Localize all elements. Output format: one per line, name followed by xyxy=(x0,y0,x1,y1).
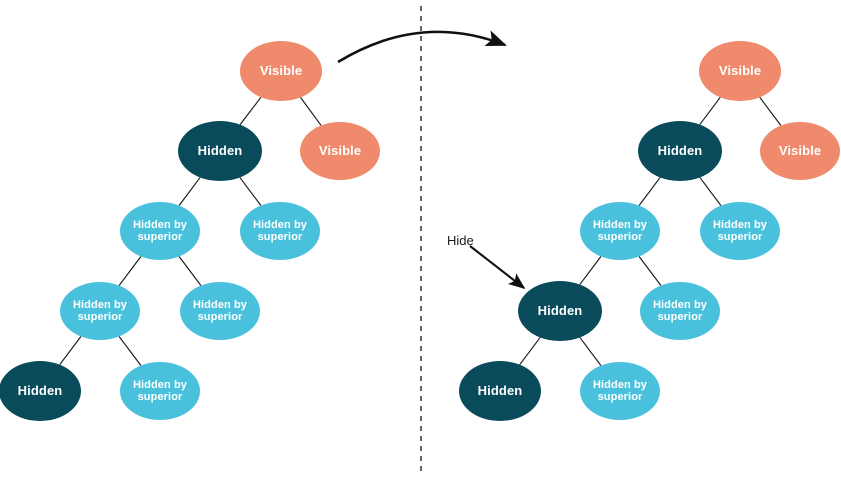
tree-node-hidden[interactable]: Hidden xyxy=(459,361,541,421)
tree-node-hidden[interactable]: Hidden xyxy=(638,121,722,181)
tree-edge xyxy=(638,177,661,206)
tree-node-label: Hidden by superior xyxy=(592,378,648,403)
tree-node-label: Hidden xyxy=(657,142,703,158)
tree-edge xyxy=(118,336,142,366)
tree-edge-group xyxy=(59,96,782,366)
tree-node-label: Hidden by superior xyxy=(132,218,188,243)
tree-node-label: Hidden xyxy=(17,382,63,398)
tree-node-label: Hidden by superior xyxy=(712,218,768,243)
tree-node-label: Hidden by superior xyxy=(132,378,188,403)
tree-edge xyxy=(579,256,602,285)
tree-node-label: Hidden by superior xyxy=(652,298,708,323)
tree-node-label: Visible xyxy=(259,62,303,78)
tree-node-visible[interactable]: Visible xyxy=(760,122,840,180)
tree-edge xyxy=(638,256,662,286)
tree-edge xyxy=(59,336,82,366)
tree-node-label: Hidden xyxy=(197,142,243,158)
tree-edge xyxy=(239,177,262,206)
tree-node-hidden-by-superior[interactable]: Hidden by superior xyxy=(120,362,200,420)
tree-node-hidden-by-superior[interactable]: Hidden by superior xyxy=(60,282,140,340)
transition-arrow xyxy=(337,30,507,64)
tree-node-label: Hidden by superior xyxy=(192,298,248,323)
tree-edge xyxy=(579,337,602,366)
tree-edge xyxy=(178,177,201,206)
tree-node-hidden-by-superior[interactable]: Hidden by superior xyxy=(120,202,200,260)
tree-edge xyxy=(178,256,202,286)
tree-node-label: Visible xyxy=(778,142,822,158)
tree-node-label: Hidden by superior xyxy=(592,218,648,243)
hide-arrow xyxy=(469,245,526,290)
tree-node-hidden[interactable]: Hidden xyxy=(0,361,81,421)
tree-edge xyxy=(759,96,782,126)
tree-node-label: Hidden by superior xyxy=(72,298,128,323)
tree-node-hidden-by-superior[interactable]: Hidden by superior xyxy=(700,202,780,260)
tree-node-hidden-by-superior[interactable]: Hidden by superior xyxy=(580,362,660,420)
tree-node-label: Hidden xyxy=(477,382,523,398)
tree-node-hidden-by-superior[interactable]: Hidden by superior xyxy=(580,202,660,260)
tree-edge xyxy=(118,256,142,286)
tree-edge xyxy=(300,97,322,126)
tree-node-label: Hidden by superior xyxy=(252,218,308,243)
tree-edge xyxy=(519,337,541,366)
tree-edge xyxy=(239,96,262,125)
tree-node-hidden[interactable]: Hidden xyxy=(178,121,262,181)
tree-node-label: Visible xyxy=(318,142,362,158)
hide-annotation-label: Hide xyxy=(447,233,474,248)
tree-node-visible[interactable]: Visible xyxy=(300,122,380,180)
tree-node-hidden-by-superior[interactable]: Hidden by superior xyxy=(640,282,720,340)
tree-node-visible[interactable]: Visible xyxy=(240,41,322,101)
tree-node-visible[interactable]: Visible xyxy=(699,41,781,101)
tree-edge xyxy=(699,177,722,206)
tree-node-hidden[interactable]: Hidden xyxy=(518,281,602,341)
tree-node-hidden-by-superior[interactable]: Hidden by superior xyxy=(240,202,320,260)
tree-node-label: Visible xyxy=(718,62,762,78)
tree-node-label: Hidden xyxy=(537,302,583,318)
tree-node-hidden-by-superior[interactable]: Hidden by superior xyxy=(180,282,260,340)
tree-edge xyxy=(699,96,721,125)
